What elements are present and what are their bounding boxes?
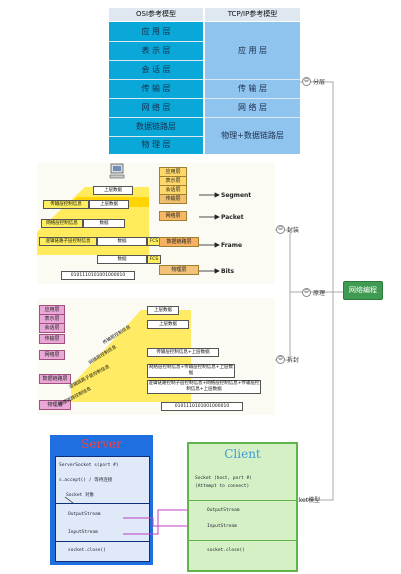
osi-layer: 应 用 层 — [109, 22, 203, 42]
mindmap-branch-decapsulation[interactable]: ⊖ 拆封 — [276, 355, 299, 364]
flow-arrows — [199, 192, 220, 274]
tcp-header: TCP/IP参考模型 — [205, 8, 300, 21]
tcp-layer: 物理+数据链路层 — [221, 131, 284, 140]
data-box: 数据 — [97, 255, 147, 264]
collapse-icon[interactable]: ⊖ — [302, 77, 311, 86]
osi-layer: 会 话 层 — [109, 60, 203, 80]
fcs-box: FCS — [147, 255, 161, 264]
branch-label: 拆封 — [287, 357, 300, 364]
collapse-icon[interactable]: ⊖ — [276, 355, 285, 364]
code-line: socket.close() — [207, 548, 245, 553]
code-line: InputStream — [207, 524, 237, 529]
data-box: 上层数据 — [147, 306, 179, 315]
stack-layer: 会话层 — [39, 323, 65, 333]
stack-layer: 数据链路层 — [39, 374, 71, 384]
osi-layer-column: 应 用 层 表 示 层 会 话 层 传 输 层 网 络 层 数据链路层 物 理 … — [109, 22, 203, 154]
code-line: OutputStream — [207, 508, 240, 513]
data-box: 网络层控制信息+传输层控制信息+上层数据 — [147, 364, 235, 378]
code-line: ServerSocket s(port #) — [59, 463, 119, 468]
osi-layer: 数据链路层 — [109, 117, 203, 137]
data-box: 上层数据 — [89, 200, 129, 209]
osi-tcp-table: OSI参考模型 TCP/IP参考模型 应 用 层 表 示 层 会 话 层 传 输… — [109, 8, 300, 154]
data-box: 上层数据 — [147, 320, 189, 329]
data-box: 传输层控制信息+上层数据 — [147, 348, 219, 357]
branch-label: 分层 — [313, 79, 326, 86]
mindmap-branch-layering[interactable]: ⊖ 分层 — [302, 77, 325, 86]
stack-layer: 传输层 — [159, 194, 187, 204]
code-line: (Attempt to connect) — [195, 484, 250, 489]
client-panel: Client Socket (host, port #) (Attempt to… — [187, 442, 298, 572]
code-line: Socket 对象 — [66, 493, 94, 498]
pdu-label: Bits — [221, 268, 235, 275]
pdu-label: Segment — [221, 192, 252, 199]
stack-layer: 数据链路层 — [159, 237, 199, 247]
mindmap-branch-principle[interactable]: ⊖ 原理 — [302, 288, 325, 297]
stack-layer: 网络层 — [159, 211, 187, 221]
header-box: 网络层控制信息 — [41, 219, 83, 228]
server-code-box: ServerSocket s(port #) s.accept() / 等待连接… — [55, 456, 150, 562]
decapsulation-diagram: 应用层 表示层 会话层 传输层 网络层 数据链路层 物理层 传输层控制信息 网络… — [37, 298, 275, 415]
osi-layer: 物 理 层 — [141, 140, 171, 149]
divider — [189, 540, 296, 541]
code-line: InputStream — [68, 530, 98, 535]
divider — [56, 541, 149, 542]
stack-layer: 物理层 — [159, 265, 199, 275]
data-box: 数据 — [97, 237, 147, 246]
osi-header: OSI参考模型 — [109, 8, 203, 21]
collapse-icon[interactable]: ⊖ — [276, 225, 285, 234]
pdu-label: Frame — [221, 242, 243, 249]
header-box: 传输层控制信息 — [43, 200, 89, 209]
client-title: Client — [224, 447, 261, 461]
header-box: 逻辑链路子层控制信息 — [39, 237, 97, 246]
server-panel: Server ServerSocket s(port #) s.accept()… — [50, 435, 153, 565]
data-box: 上层数据 — [93, 186, 133, 195]
branch-label: 封装 — [287, 227, 300, 234]
bits-box: 0101110101001000010 — [161, 402, 243, 411]
socket-model-diagram: Server ServerSocket s(port #) s.accept()… — [43, 430, 299, 572]
stack-layer: 传输层 — [39, 334, 65, 344]
code-line: OutputStream — [68, 512, 101, 517]
computer-icon — [109, 163, 125, 179]
collapse-icon[interactable]: ⊖ — [302, 288, 311, 297]
decapsulation-flow-shape — [71, 310, 191, 402]
tcp-layer: 网 络 层 — [205, 98, 300, 118]
divider — [189, 500, 296, 501]
code-line: s.accept() / 等待连接 — [59, 478, 113, 483]
bits-box: 0101110101001000010 — [61, 271, 135, 280]
server-title: Server — [81, 437, 122, 451]
code-line: Socket (host, port #) — [195, 476, 252, 481]
divider — [56, 503, 149, 504]
stack-layer: 物理层 — [39, 400, 71, 410]
data-box: 数据 — [83, 219, 125, 228]
socket-connection-lines — [64, 496, 187, 535]
osi-layer: 表 示 层 — [109, 41, 203, 61]
mindmap-branch-encapsulation[interactable]: ⊖ 封装 — [276, 225, 299, 234]
mindmap-root-node[interactable]: 网络编程 — [343, 281, 383, 300]
osi-layer: 传 输 层 — [109, 79, 203, 99]
code-line: socket.close() — [68, 548, 106, 553]
branch-label: 原理 — [313, 290, 326, 297]
tcp-layer-column: 应 用 层 传 输 层 网 络 层 物理+数据链路层 — [205, 22, 300, 154]
tcp-layer: 传 输 层 — [205, 79, 300, 99]
tcp-layer: 应 用 层 — [205, 22, 300, 80]
data-box: 逻辑链路控制子层控制信息+网络层控制信息+传输层控制信息+上层数据 — [147, 380, 261, 394]
encapsulation-diagram: 上层数据 传输层控制信息 上层数据 网络层控制信息 数据 逻辑链路子层控制信息 … — [37, 163, 275, 284]
osi-layer: 网 络 层 — [109, 98, 203, 118]
stack-layer: 网络层 — [39, 350, 65, 360]
pdu-label: Packet — [221, 214, 244, 221]
branch-label: Socket模型 — [288, 497, 321, 504]
